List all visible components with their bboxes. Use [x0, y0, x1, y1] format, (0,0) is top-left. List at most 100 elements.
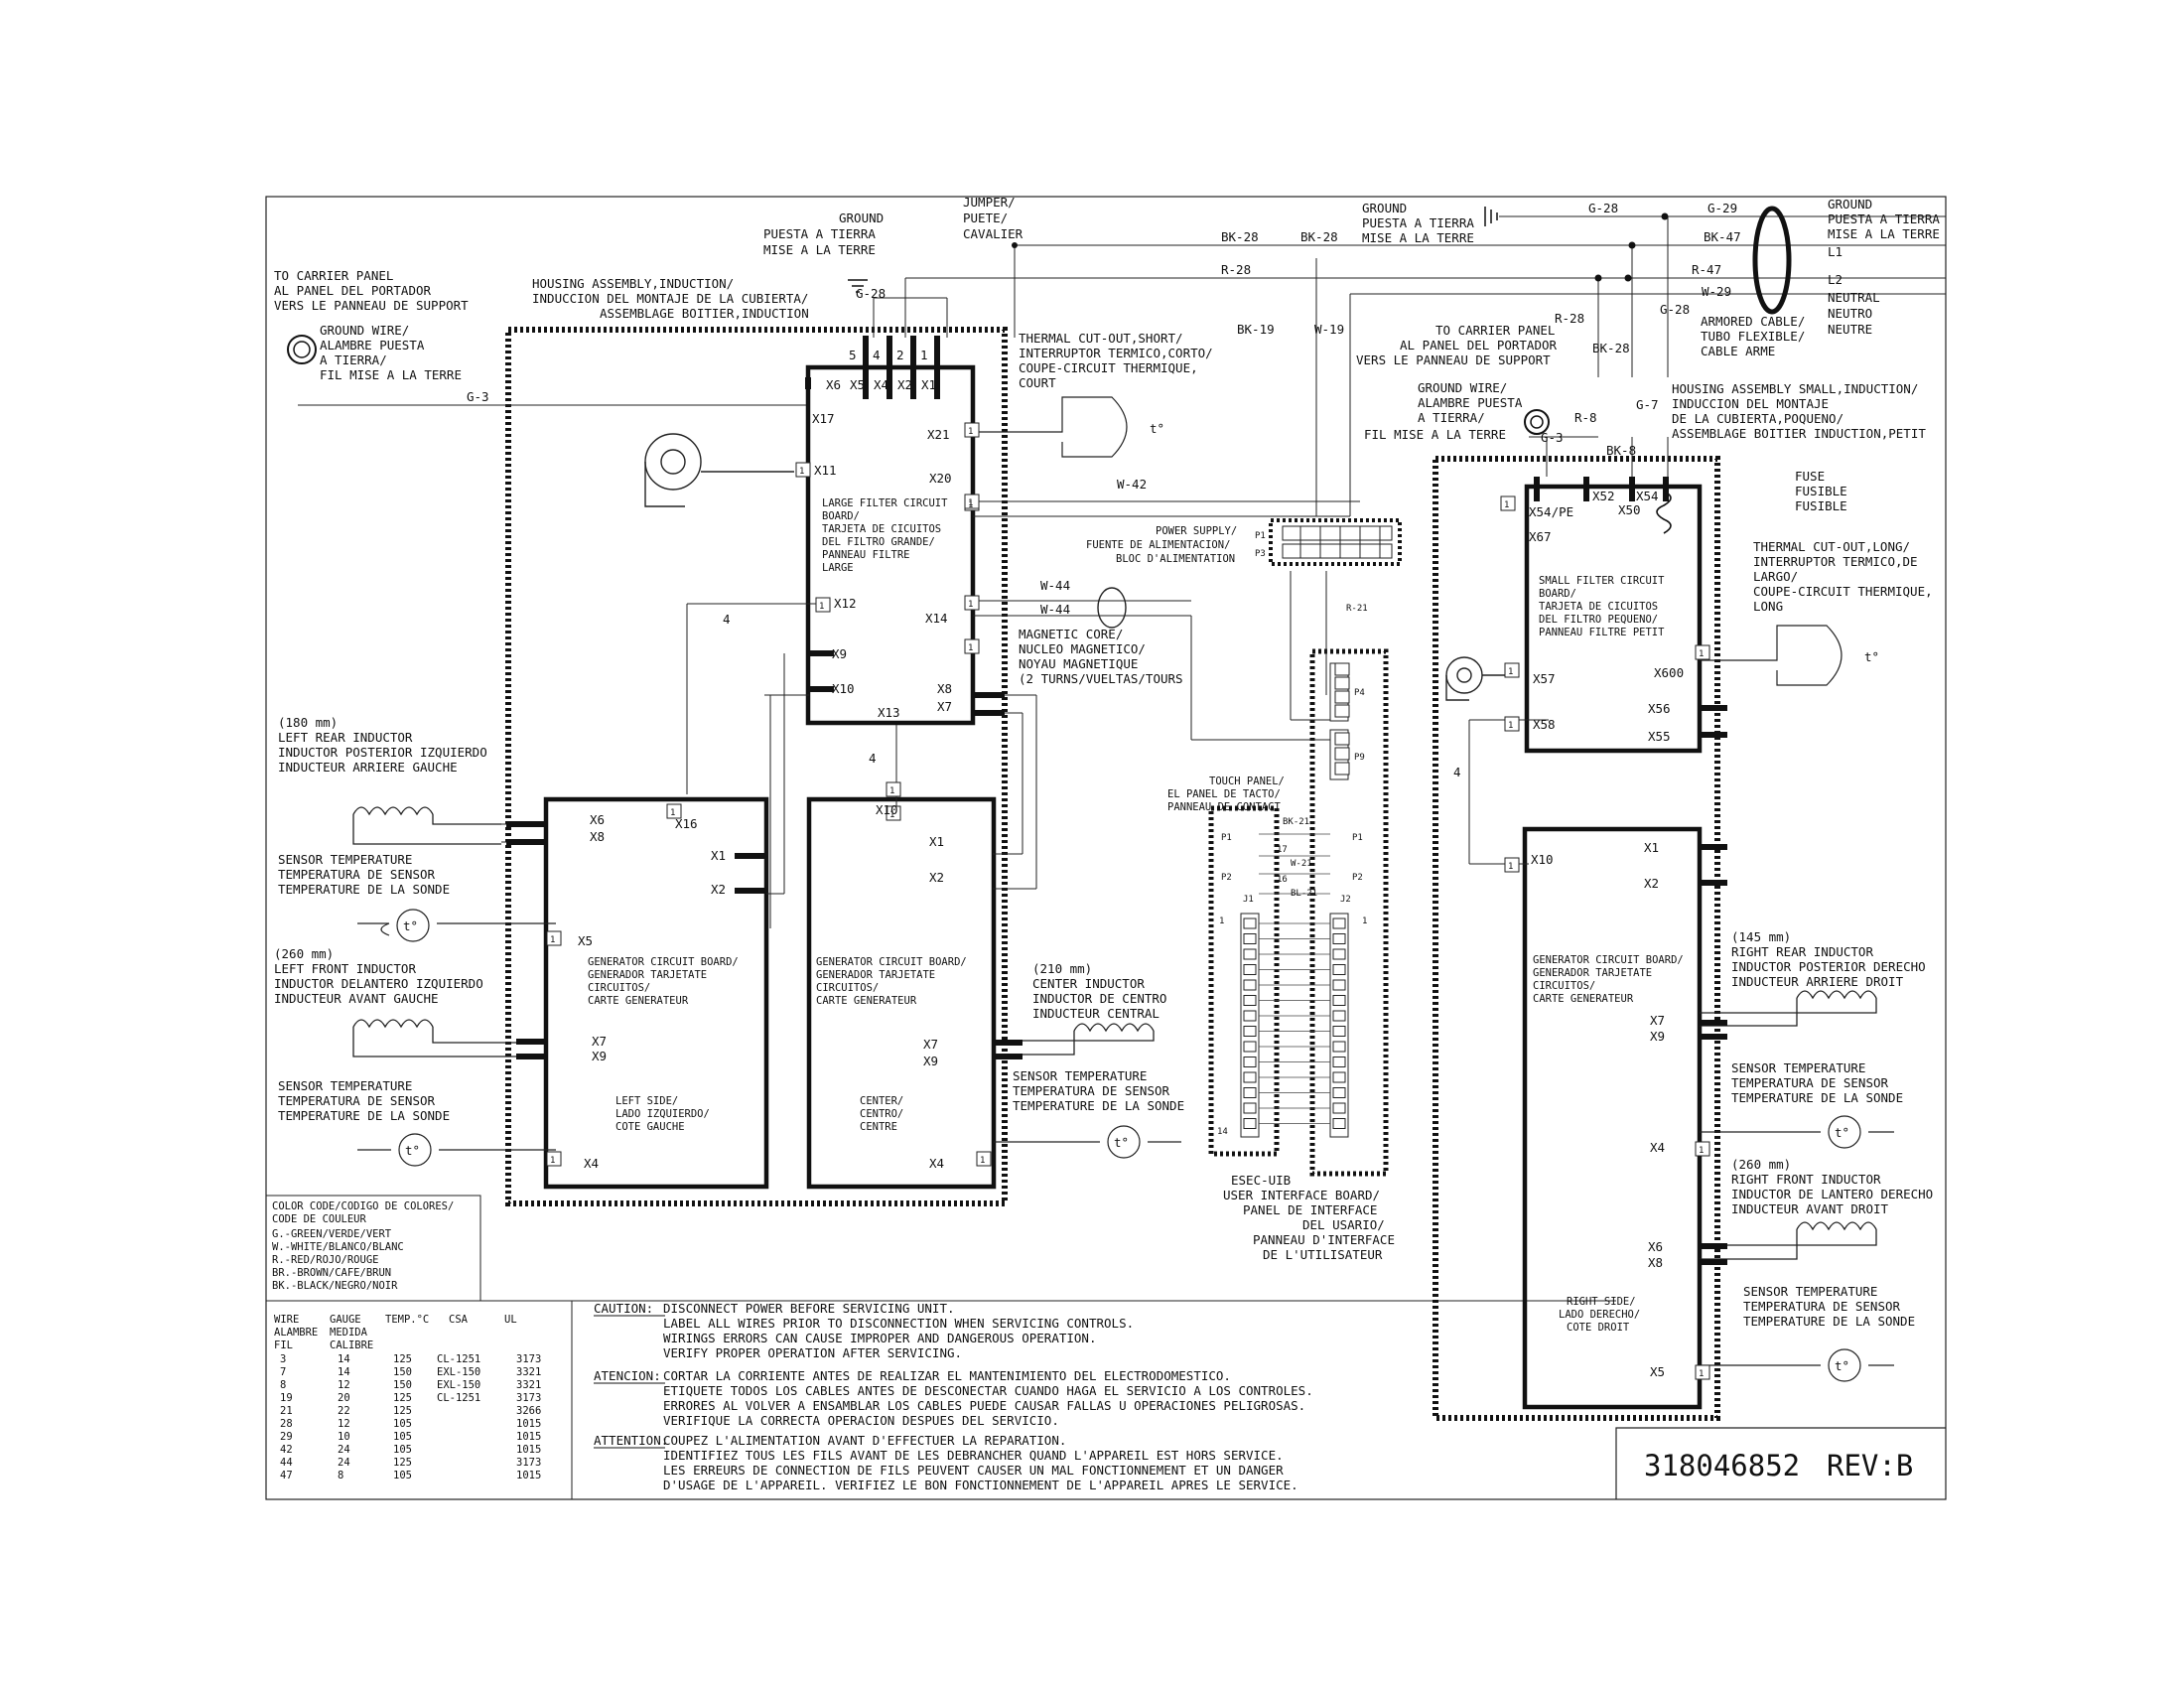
right-rear-2: RIGHT REAR INDUCTOR	[1731, 944, 1873, 959]
note-head-attention: ATTENTION:	[594, 1433, 668, 1448]
uib-j2	[1329, 913, 1349, 1138]
sensor-center-icon	[1107, 1125, 1141, 1159]
right-front-1: (260 mm)	[1731, 1157, 1791, 1172]
note-head-atencion: ATENCION:	[594, 1368, 661, 1383]
wire-table-cell: 3321	[516, 1366, 541, 1378]
color-code-entry-g: G.-GREEN/VERDE/VERT	[272, 1228, 392, 1240]
top-connector-label: X1	[921, 377, 936, 392]
wire-label-bk28-b: BK-28	[1300, 229, 1338, 244]
gc-x7: X7	[923, 1037, 938, 1052]
pin-box	[886, 805, 901, 821]
ribbon-pin	[1243, 948, 1257, 960]
title-block-box	[1615, 1427, 1946, 1499]
tp-j2: J2	[1340, 895, 1351, 905]
right-front-4: INDUCTEUR AVANT DROIT	[1731, 1201, 1889, 1216]
gr-x1: X1	[1644, 840, 1659, 855]
note-line-atencion: ETIQUETE TODOS LOS CABLES ANTES DE DESCO…	[663, 1383, 1313, 1398]
large-filter-4: DEL FILTRO GRANDE/	[822, 536, 935, 548]
to-carrier-right-1: TO CARRIER PANEL	[1435, 323, 1555, 338]
gen-left-4: CARTE GENERATEUR	[588, 995, 689, 1007]
wire-table-cell: 22	[338, 1405, 350, 1417]
gl-x1: X1	[711, 848, 726, 863]
right-side-2: LADO DERECHO/	[1559, 1309, 1640, 1321]
ground-ring-left-inner	[293, 341, 311, 358]
pin-box-label: 1	[799, 467, 804, 477]
gl-x9: X9	[592, 1049, 607, 1063]
top-pin-label: 4	[873, 348, 881, 362]
wire-table-cell: 24	[338, 1457, 350, 1469]
armored-2: TUBO FLEXIBLE/	[1701, 329, 1805, 344]
generator-board-left	[543, 796, 769, 1190]
gl-x16: X16	[675, 816, 698, 831]
wire-table-sub-calibre: CALIBRE	[330, 1340, 373, 1351]
wire-table-header-gauge: GAUGE	[330, 1314, 361, 1326]
fuse-2: FUSIBLE	[1795, 484, 1847, 498]
coil-right-front-icon	[1796, 1221, 1877, 1231]
sensor-right-front-icon	[1828, 1348, 1861, 1382]
sf-x55: X55	[1648, 729, 1671, 744]
left-front-4: INDUCTEUR AVANT GAUCHE	[274, 991, 439, 1006]
top-connector-label: X6	[826, 377, 841, 392]
wire-label-n4-a: 4	[723, 612, 731, 627]
ground-wire-left-1: GROUND WIRE/	[320, 323, 409, 338]
lf-x7: X7	[937, 699, 952, 714]
wire-label-n17: 17	[1277, 845, 1288, 855]
thermal-long-3: LARGO/	[1753, 569, 1798, 584]
pin-box	[666, 803, 682, 819]
small-filter-1: SMALL FILTER CIRCUIT	[1539, 575, 1665, 587]
ground-ring-left-icon	[287, 335, 317, 364]
wire-table-cell: EXL-150	[437, 1366, 480, 1378]
wire-table-cell: 1015	[516, 1431, 541, 1443]
touch-panel-2: EL PANEL DE TACTO/	[1167, 788, 1281, 800]
wire-table-cell: CL-1251	[437, 1353, 480, 1365]
magnetic-core-4: (2 TURNS/VUELTAS/TOURS	[1019, 671, 1183, 686]
armored-cable-ring-icon	[1752, 206, 1792, 315]
wire-table-cell: 12	[338, 1418, 350, 1430]
thermal-short-4: COURT	[1019, 375, 1056, 390]
housing-small-4: ASSEMBLAGE BOITIER INDUCTION,PETIT	[1672, 426, 1926, 441]
coil-left-rear-icon	[352, 806, 434, 816]
color-code-entry-w: W.-WHITE/BLANCO/BLANC	[272, 1241, 404, 1253]
sf-x600: X600	[1654, 665, 1684, 680]
service-notes: CAUTION:DISCONNECT POWER BEFORE SERVICIN…	[594, 1301, 1313, 1492]
ribbon-pin	[1332, 1057, 1346, 1067]
wire-table-sub-fil: FIL	[274, 1340, 293, 1351]
note-line-attention: LES ERREURS DE CONNECTION DE FILS PEUVEN…	[663, 1463, 1284, 1478]
wire-label-w19: W-19	[1314, 322, 1344, 337]
center-inductor-2: CENTER INDUCTOR	[1032, 976, 1145, 991]
wire-label-bk8: BK-8	[1606, 443, 1636, 458]
ground-ring-right-icon	[1524, 409, 1550, 435]
note-line-atencion: ERRORES AL VOLVER A ENSAMBLAR LOS CABLES…	[663, 1398, 1305, 1413]
color-code-entry-r: R.-RED/ROJO/ROUGE	[272, 1254, 378, 1266]
touch-panel-1: TOUCH PANEL/	[1209, 776, 1285, 787]
gen-right-3: CIRCUITOS/	[1533, 980, 1595, 992]
wire-table: WIRE GAUGE TEMP.°C CSA UL ALAMBRE MEDIDA…	[274, 1314, 541, 1481]
pin-box-label: 1	[550, 1156, 555, 1166]
to-carrier-right-2: AL PANEL DEL PORTADOR	[1400, 338, 1558, 352]
ground-symbol-icon	[1484, 207, 1498, 226]
wire-table-cell: 1015	[516, 1444, 541, 1456]
wire-label-w21: W-21	[1291, 859, 1312, 869]
ribbon-pin	[1332, 933, 1346, 944]
wire-table-cell: 21	[280, 1405, 293, 1417]
wire-label-g7: G-7	[1636, 397, 1659, 412]
sf-x58: X58	[1533, 717, 1556, 732]
lf-x14: X14	[925, 611, 948, 626]
wire-table-cell: 3173	[516, 1392, 541, 1404]
wire-label-g28-top: G-28	[1588, 201, 1618, 215]
wire-table-cell: 8	[338, 1470, 343, 1481]
sf-x57: X57	[1533, 671, 1556, 686]
lf-x11: X11	[814, 463, 837, 478]
tp-j1: J1	[1243, 895, 1254, 905]
gr-x6: X6	[1648, 1239, 1663, 1254]
wire-table-cell: 8	[280, 1379, 286, 1391]
ribbon-pin	[1332, 1102, 1346, 1114]
wire-table-sub-alambre: ALAMBRE	[274, 1327, 318, 1339]
top-connector-label: X2	[897, 377, 912, 392]
left-rear-1: (180 mm)	[278, 715, 338, 730]
tp-p2: P2	[1221, 873, 1232, 883]
ground-wire-right-2: ALAMBRE PUESTA	[1418, 395, 1523, 410]
ground-right-1: GROUND	[1828, 197, 1872, 212]
center-inductor-4: INDUCTEUR CENTRAL	[1032, 1006, 1160, 1021]
